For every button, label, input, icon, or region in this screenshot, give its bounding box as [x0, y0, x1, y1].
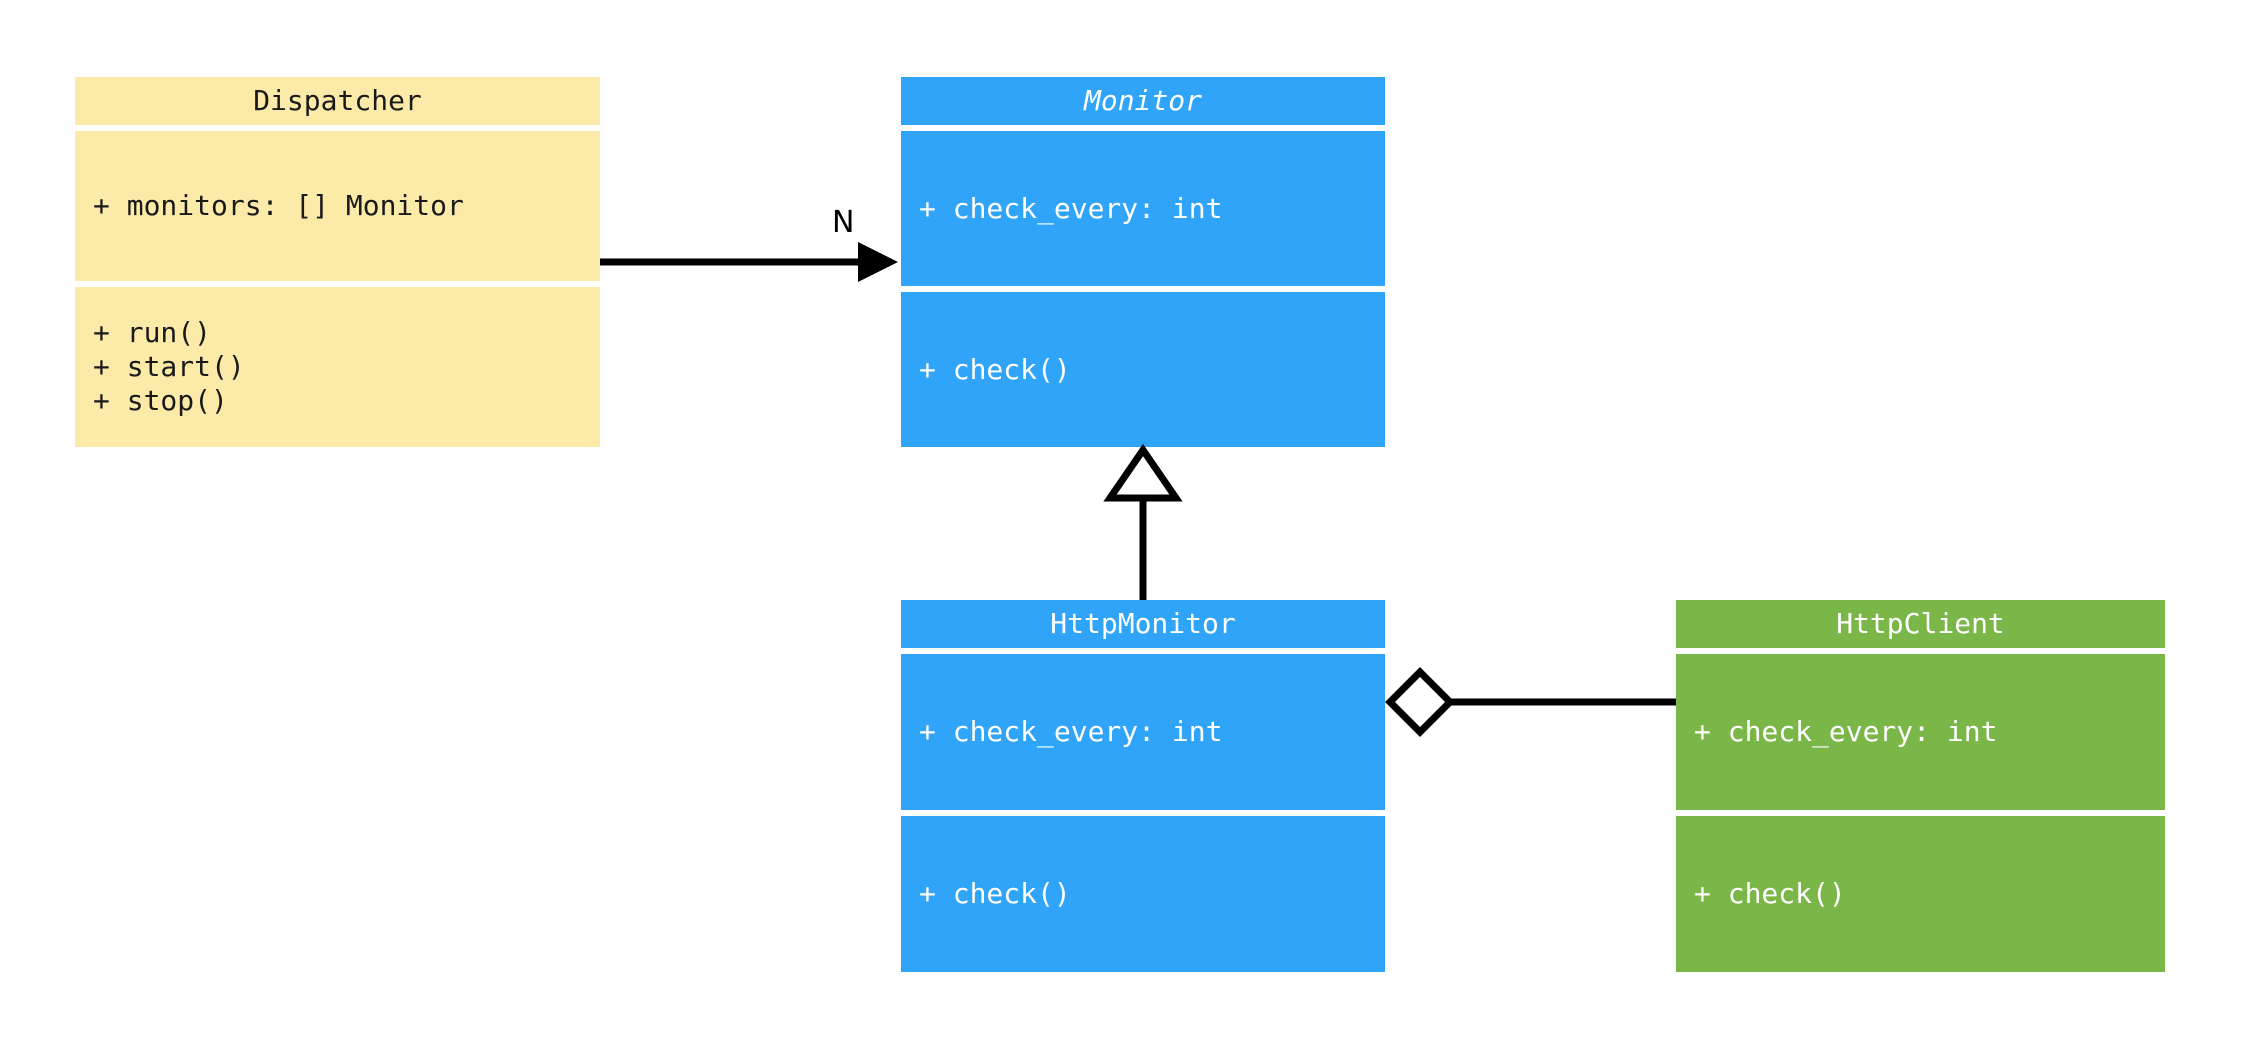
methods-compartment-monitor: + check()	[901, 292, 1385, 447]
attribute-row: + check_every: int	[919, 715, 1223, 748]
class-box-dispatcher[interactable]: Dispatcher + monitors: [] Monitor + run(…	[75, 77, 600, 447]
attribute-row: + check_every: int	[1694, 715, 1998, 748]
connector-httpmonitor-to-monitor	[1103, 443, 1183, 600]
method-row: + start()	[93, 350, 245, 383]
class-box-http-client[interactable]: HttpClient + check_every: int + check()	[1676, 600, 2165, 972]
compartment-separator	[75, 281, 600, 287]
class-title-http-client: HttpClient	[1676, 600, 2165, 648]
methods-compartment-http-monitor: + check()	[901, 816, 1385, 972]
hollow-triangle-icon	[1103, 443, 1183, 502]
method-row: + run()	[93, 316, 212, 349]
connector-dispatcher-to-monitor	[600, 242, 898, 282]
compartment-separator	[1676, 648, 2165, 654]
hollow-diamond-icon	[1385, 667, 1455, 737]
method-row: + check()	[1694, 877, 1846, 910]
compartment-separator	[901, 286, 1385, 292]
method-row: + check()	[919, 352, 1071, 386]
compartment-separator	[901, 810, 1385, 816]
attributes-compartment-dispatcher: + monitors: [] Monitor	[75, 131, 600, 281]
methods-compartment-http-client: + check()	[1676, 816, 2165, 972]
method-row: + stop()	[93, 384, 228, 417]
method-row: + check()	[919, 877, 1071, 910]
compartment-separator	[1676, 810, 2165, 816]
attributes-compartment-http-client: + check_every: int	[1676, 654, 2165, 810]
compartment-separator	[75, 125, 600, 131]
edge-label-multiplicity: N	[832, 205, 855, 240]
attributes-compartment-monitor: + check_every: int	[901, 131, 1385, 286]
class-box-monitor[interactable]: Monitor + check_every: int + check()	[901, 77, 1385, 447]
attributes-compartment-http-monitor: + check_every: int	[901, 654, 1385, 810]
compartment-separator	[901, 125, 1385, 131]
class-title-http-monitor: HttpMonitor	[901, 600, 1385, 648]
methods-compartment-dispatcher: + run() + start() + stop()	[75, 287, 600, 447]
class-title-dispatcher: Dispatcher	[75, 77, 600, 125]
compartment-separator	[901, 648, 1385, 654]
attribute-row: + monitors: [] Monitor	[93, 189, 464, 222]
arrowhead-icon	[858, 242, 898, 282]
connector-httpmonitor-to-httpclient	[1385, 667, 1676, 737]
class-box-http-monitor[interactable]: HttpMonitor + check_every: int + check()	[901, 600, 1385, 972]
attribute-row: + check_every: int	[919, 191, 1223, 225]
class-title-monitor: Monitor	[901, 77, 1385, 125]
